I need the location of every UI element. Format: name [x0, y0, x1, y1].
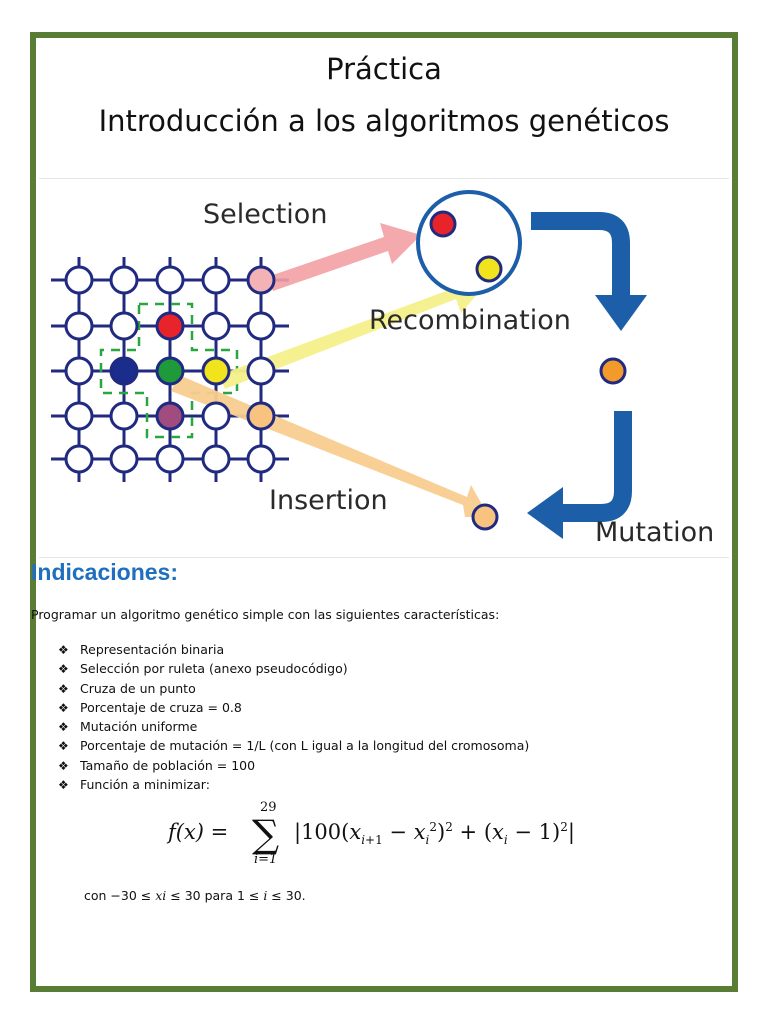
sum-symbol: ∑: [252, 812, 280, 856]
bullet-icon: ❖: [58, 778, 69, 793]
recombination-label: Recombination: [369, 305, 571, 336]
section-heading-indicaciones: Indicaciones:: [31, 559, 178, 585]
neighborhood-outline: [99, 302, 239, 439]
bullet-icon: ❖: [58, 720, 69, 735]
list-item: ❖Porcentaje de cruza = 0.8: [58, 698, 529, 717]
selected-parent-yellow: [475, 255, 503, 283]
formula-body: |100(xi+1 − xi2)2 + (xi − 1)2|: [294, 820, 575, 848]
objective-function-formula: f(x) = 29 ∑ i=1 |100(xi+1 − xi2)2 + (xi …: [168, 800, 575, 870]
mutated-offspring: [471, 503, 499, 531]
selection-arrow-yellow: [219, 273, 485, 389]
grid-nodes: [64, 265, 276, 474]
sum-lower-limit: i=1: [254, 852, 278, 867]
mutation-flow-arrow: [561, 411, 632, 522]
figure-illustration: [51, 190, 647, 539]
recombination-flow-arrow: [531, 212, 630, 297]
constraint-variable: xi: [155, 888, 167, 903]
bullet-icon: ❖: [58, 643, 69, 657]
mutation-label: Mutation: [595, 517, 715, 548]
bullet-icon: ❖: [58, 662, 69, 677]
requirements-list: ❖Representación binaria ❖Selección por r…: [58, 640, 529, 794]
bullet-icon: ❖: [58, 700, 69, 715]
list-item: ❖Selección por ruleta (anexo pseudocódig…: [58, 659, 529, 678]
list-item: ❖Porcentaje de mutación = 1/L (con L igu…: [58, 736, 529, 755]
list-item: ❖Cruza de un punto: [58, 679, 529, 698]
page-frame: Práctica Introducción a los algoritmos g…: [30, 32, 738, 992]
offspring-orange: [599, 357, 627, 385]
genetic-algorithm-figure: Selection Recombination Insertion Mutati…: [39, 178, 729, 558]
selected-parent-red: [429, 210, 457, 238]
constraint-index: i: [263, 888, 268, 903]
intro-text: Programar un algoritmo genético simple c…: [31, 607, 500, 622]
title-area: Práctica Introducción a los algoritmos g…: [36, 38, 732, 178]
selection-pool: [416, 190, 522, 296]
formula-lhs: f(x) =: [168, 820, 229, 844]
variable-constraint: con −30 ≤ xi ≤ 30 para 1 ≤ i ≤ 30.: [84, 888, 306, 903]
bullet-icon: ❖: [58, 758, 69, 773]
list-item: ❖Mutación uniforme: [58, 717, 529, 736]
sum-upper-limit: 29: [260, 800, 277, 815]
list-item: ❖Tamaño de población = 100: [58, 756, 529, 775]
list-item: ❖Función a minimizar:: [58, 775, 529, 794]
selection-label: Selection: [203, 199, 328, 230]
page-title: Práctica: [326, 52, 442, 86]
insertion-label: Insertion: [269, 485, 388, 516]
bullet-icon: ❖: [58, 739, 69, 754]
bullet-icon: ❖: [58, 681, 69, 696]
page-subtitle: Introducción a los algoritmos genéticos: [98, 104, 670, 138]
list-item: ❖Representación binaria: [58, 640, 529, 659]
selection-arrow-red: [267, 223, 421, 291]
